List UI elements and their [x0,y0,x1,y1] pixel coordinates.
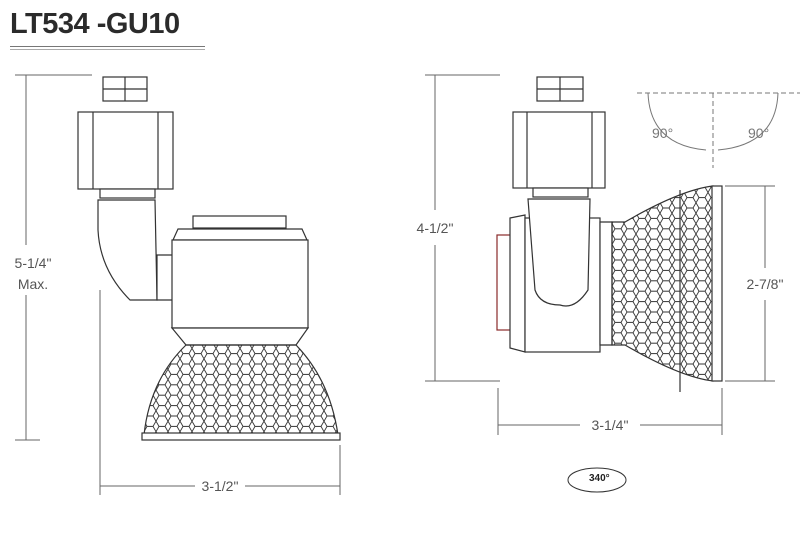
front-width-label: 3-1/4" [585,417,635,433]
side-height-label: 5-1/4" [8,255,58,271]
front-width-dimension [497,388,723,435]
front-track-adapter [512,76,606,198]
title-underline [10,46,205,50]
tilt-right-angle: 90° [748,125,770,141]
side-height-dimension [15,74,92,441]
front-lamp-head [496,185,723,392]
model-title: LT534 -GU10 [10,8,180,40]
rotation-label: 340° [589,473,610,484]
rotation-icon [567,467,627,493]
tilt-left-angle: 90° [652,125,674,141]
front-height-dimension [425,74,500,382]
side-width-label: 3-1/2" [195,478,245,494]
front-height-label: 4-1/2" [410,220,460,236]
reflector-height-label: 2-7/8" [740,276,790,292]
side-lamp-head [141,215,341,441]
side-track-adapter [77,76,180,301]
tilt-indicator [637,92,800,168]
side-height-note: Max. [8,276,58,292]
reflector-height-dimension [725,185,775,382]
